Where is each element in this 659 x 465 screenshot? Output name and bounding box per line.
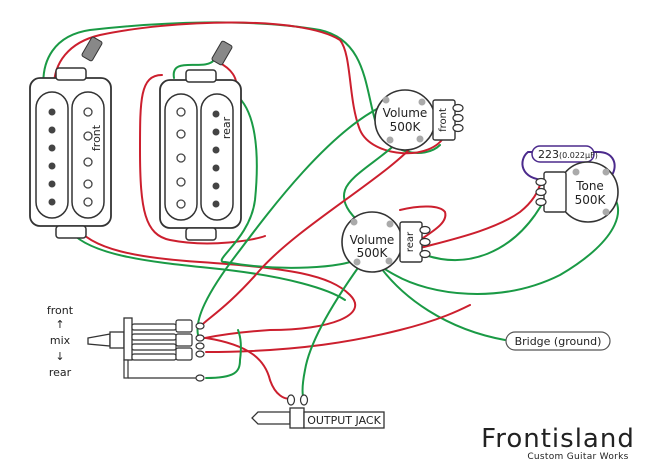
volume-rear-value: 500K	[357, 246, 389, 260]
wire-rear-vol-top-red	[399, 205, 447, 241]
switch-pos-rear: rear	[49, 366, 72, 379]
tone-pot: 223(0.022μF) Tone 500K	[521, 145, 619, 223]
switch-arrow-up: ↑	[55, 318, 64, 331]
switch-pos-mix: mix	[50, 334, 71, 347]
capacitor-body	[531, 145, 595, 163]
pickup-selector-switch: front ↑ mix ↓ rear	[47, 304, 205, 382]
tone-label: Tone	[575, 179, 604, 193]
volume-front-value: 500K	[390, 120, 422, 134]
volume-rear-pot: Volume 500K rear	[341, 211, 431, 273]
wire-vol-front-to-switch-green	[196, 104, 386, 336]
brand-tagline: Custom Guitar Works	[527, 452, 628, 462]
wire-vol-to-jack-green	[301, 264, 361, 401]
output-jack: OUTPUT JACK	[251, 394, 385, 429]
wire-front-to-switch-red	[74, 224, 357, 339]
bridge-ground-label: Bridge (ground)	[515, 335, 602, 348]
wire-vol-front-to-switch-red	[199, 139, 419, 328]
switch-pos-front: front	[47, 304, 74, 317]
capacitor-code-value: 223	[538, 148, 559, 161]
front-pickup-label: front	[90, 124, 103, 151]
output-jack-label: OUTPUT JACK	[307, 414, 381, 427]
tone-value: 500K	[575, 193, 607, 207]
rear-pickup-label: rear	[220, 116, 233, 139]
volume-front-side-label: front	[438, 108, 449, 132]
wire-switch-to-jack-red	[205, 337, 291, 400]
brand-name: Frontisland	[481, 424, 635, 454]
volume-rear-side-label: rear	[405, 231, 416, 252]
front-humbucker: front	[29, 67, 112, 239]
volume-front-pot: Volume 500K front	[374, 89, 464, 151]
wire-rear-loop-red	[138, 74, 266, 245]
wire-bridge-ground-green	[371, 254, 506, 341]
volume-front-label: Volume	[383, 106, 428, 120]
wire-switch-bottom-red	[205, 304, 471, 353]
pickup-ground-tabs	[81, 36, 233, 66]
capacitor-code: 223(0.022μF)	[538, 148, 598, 161]
brand-logo: Frontisland Custom Guitar Works	[481, 424, 635, 462]
bridge-ground-tag: Bridge (ground)	[505, 331, 611, 351]
wire-front-to-switch-green	[67, 227, 346, 301]
wire-rear-vol-to-tone-red	[419, 184, 541, 249]
wire-rear-to-vol-green	[220, 94, 361, 269]
rear-humbucker: rear	[159, 69, 242, 241]
wire-front-pickup-red	[52, 21, 446, 155]
capacitor-cap-value: (0.022μF)	[559, 151, 598, 160]
wire-switch-to-jack-green	[205, 329, 242, 379]
switch-arrow-down: ↓	[55, 350, 64, 363]
wire-rear-pickup-green	[172, 59, 215, 79]
volume-rear-label: Volume	[350, 233, 395, 247]
